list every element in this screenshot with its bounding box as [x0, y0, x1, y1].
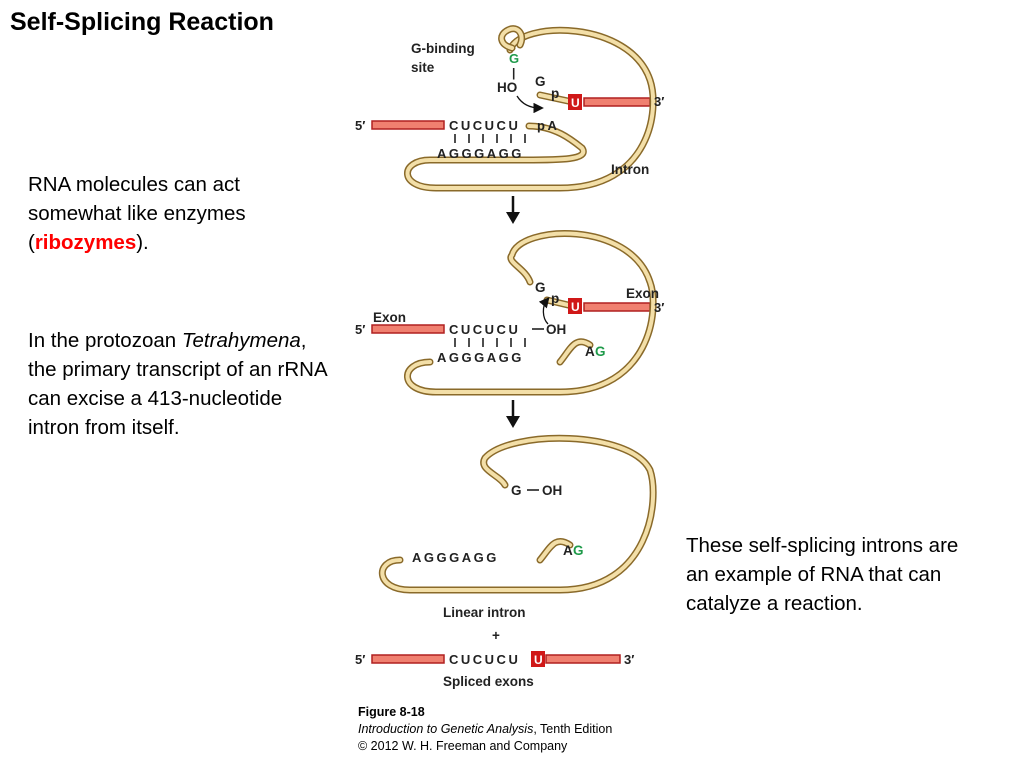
attack-arrow	[538, 297, 550, 325]
three-prime-label: 3′	[624, 652, 634, 667]
pa-sequence: pA	[537, 118, 559, 133]
exon-label-right: Exon	[626, 286, 659, 301]
p-label: p	[551, 86, 559, 101]
u-letter: U	[571, 96, 580, 110]
stage-2: U G p Exon Exon 5′ 3′ CUCUCU OH AGGGAGG …	[355, 230, 664, 396]
intron-label: Intron	[611, 162, 649, 177]
spliced-exon-5-bar	[371, 654, 445, 664]
spliced-sequence: CUCUCU	[449, 652, 520, 667]
intron-strand	[405, 231, 656, 394]
ho-label: HO	[497, 80, 517, 95]
top-sequence: CUCUCU	[449, 118, 520, 133]
g-binding-loop	[499, 26, 524, 50]
g-terminal: G	[595, 344, 606, 359]
figure-number: Figure 8-18	[358, 705, 425, 719]
bottom-sequence: AGGGAGG	[437, 350, 524, 365]
tetrahymena-text-c: , the primary transcript of an rRNA can …	[28, 329, 327, 439]
a-label: A	[585, 344, 595, 359]
five-prime-label: 5′	[355, 652, 365, 667]
step-arrow-2	[506, 400, 520, 428]
g-label: G	[535, 280, 546, 295]
exon-5-bar	[371, 120, 445, 130]
oh-label: OH	[546, 322, 566, 337]
bottom-sequence: AGGGAGG	[437, 146, 524, 161]
tetrahymena-term: Tetrahymena	[181, 329, 301, 352]
attack-arrow	[516, 95, 544, 114]
ag-tail	[538, 539, 572, 562]
exon-3-bar	[583, 97, 651, 107]
exon-label-left: Exon	[373, 310, 406, 325]
ribozyme-text-a: RNA molecules can act somewhat like enzy…	[28, 173, 246, 254]
catalysis-paragraph: These self-splicing introns are an examp…	[686, 534, 959, 615]
five-prime-label: 5′	[355, 118, 365, 133]
spliced-exons-label: Spliced exons	[443, 674, 534, 689]
p-label: p	[551, 291, 559, 306]
bound-g: G	[509, 51, 519, 66]
copyright-line: © 2012 W. H. Freeman and Company	[358, 739, 568, 753]
u-letter: U	[534, 653, 543, 667]
exon-3-bar	[583, 302, 651, 312]
u-box	[568, 94, 582, 110]
g-binding-label: G-binding	[411, 41, 475, 56]
ag-tail	[558, 339, 592, 364]
linear-intron-strand	[380, 436, 656, 592]
bottom-sequence: AGGGAGG	[412, 550, 499, 565]
book-edition: , Tenth Edition	[533, 722, 613, 736]
spliced-exon-3-bar	[545, 654, 621, 664]
tetrahymena-paragraph: In the protozoan Tetrahymena, the primar…	[28, 326, 328, 442]
top-sequence: CUCUCU	[449, 322, 520, 337]
oh-label: OH	[542, 483, 562, 498]
g-label: G	[535, 74, 546, 89]
linear-intron-label: Linear intron	[443, 605, 526, 620]
slide-title: Self-Splicing Reaction	[10, 8, 274, 36]
g-label: G	[511, 483, 522, 498]
base-pairs	[454, 338, 526, 347]
g-binding-site-label: site	[411, 60, 435, 75]
stage-3: G OH AGGGAGG A G Linear intron + 5′ CUCU…	[355, 434, 657, 689]
u-box	[531, 651, 545, 667]
tetrahymena-text-a: In the protozoan	[28, 329, 182, 352]
intron-strand	[405, 28, 656, 190]
figure-caption: Figure 8-18 Introduction to Genetic Anal…	[358, 704, 612, 755]
ribozymes-term: ribozymes	[34, 231, 137, 254]
book-line: Introduction to Genetic Analysis, Tenth …	[358, 721, 612, 738]
u-box	[568, 298, 582, 314]
base-pairs	[454, 134, 526, 143]
ribozyme-text-c: ).	[136, 231, 149, 254]
step-arrow-1	[506, 196, 520, 224]
three-prime-label: 3′	[654, 94, 664, 109]
a-label: A	[563, 543, 573, 558]
stage-1: U G-binding site G | HO G p 5′ 3′ CUCUCU…	[355, 25, 664, 192]
plus-sign: +	[492, 628, 500, 643]
five-prime-label: 5′	[355, 322, 365, 337]
three-prime-label: 3′	[654, 300, 664, 315]
bond-bar: |	[512, 66, 515, 80]
g-terminal: G	[573, 543, 584, 558]
exon-5-bar	[371, 324, 445, 334]
book-title: Introduction to Genetic Analysis	[358, 722, 534, 736]
ribozyme-paragraph: RNA molecules can act somewhat like enzy…	[28, 170, 328, 257]
u-letter: U	[571, 300, 580, 314]
